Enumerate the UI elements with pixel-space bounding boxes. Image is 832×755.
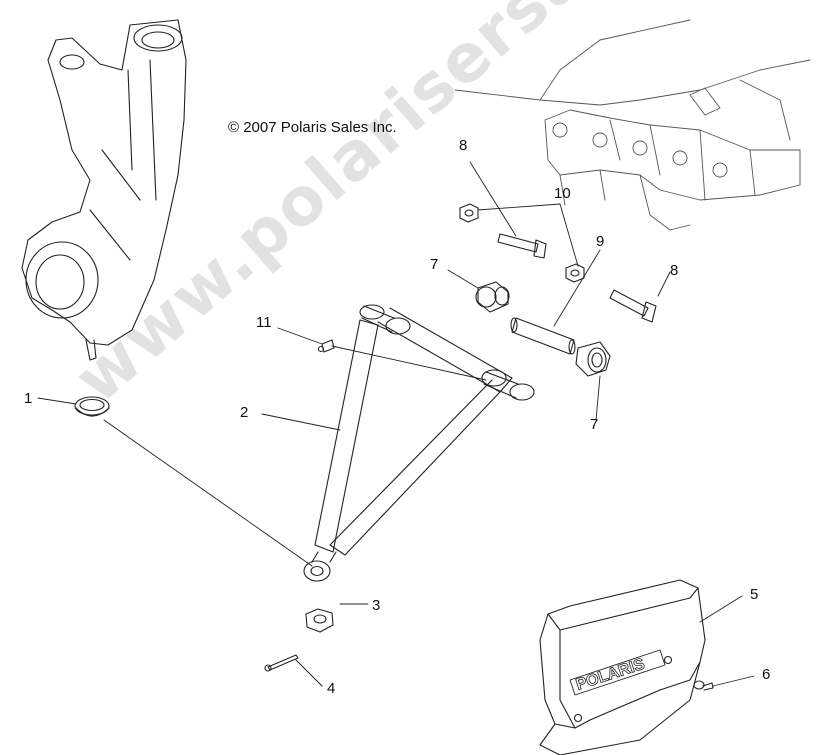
skid-guard [539, 579, 706, 755]
callout-5: 5 [750, 586, 759, 603]
lock-nut [305, 608, 334, 633]
screw [693, 680, 714, 691]
bolt-upper [497, 233, 547, 259]
leader-lines [37, 161, 755, 687]
bolt-lower [609, 289, 657, 323]
vehicle-frame [454, 19, 811, 231]
callout-2: 2 [240, 404, 249, 421]
callout-11: 11 [256, 314, 272, 331]
steering-knuckle [21, 19, 187, 361]
shield-logo-text: POLARIS [574, 656, 647, 694]
callout-4: 4 [327, 680, 336, 697]
dust-boot [74, 396, 110, 417]
bushing-lower [575, 341, 611, 377]
callout-8-upper: 8 [459, 137, 468, 154]
flange-nuts [459, 203, 585, 283]
grease-fitting [317, 339, 335, 353]
sleeve-tube [510, 317, 576, 355]
callout-9: 9 [596, 233, 605, 250]
callout-1: 1 [24, 390, 33, 407]
callout-3: 3 [372, 597, 381, 614]
cotter-pin [264, 654, 299, 672]
callout-10: 10 [554, 185, 571, 202]
callout-6: 6 [762, 666, 771, 683]
callout-7-upper: 7 [430, 256, 439, 273]
a-arm [303, 304, 535, 582]
copyright-text: © 2007 Polaris Sales Inc. [228, 119, 397, 136]
callout-8-lower: 8 [670, 262, 679, 279]
callout-7-lower: 7 [590, 416, 599, 433]
bushing-upper [475, 281, 510, 313]
